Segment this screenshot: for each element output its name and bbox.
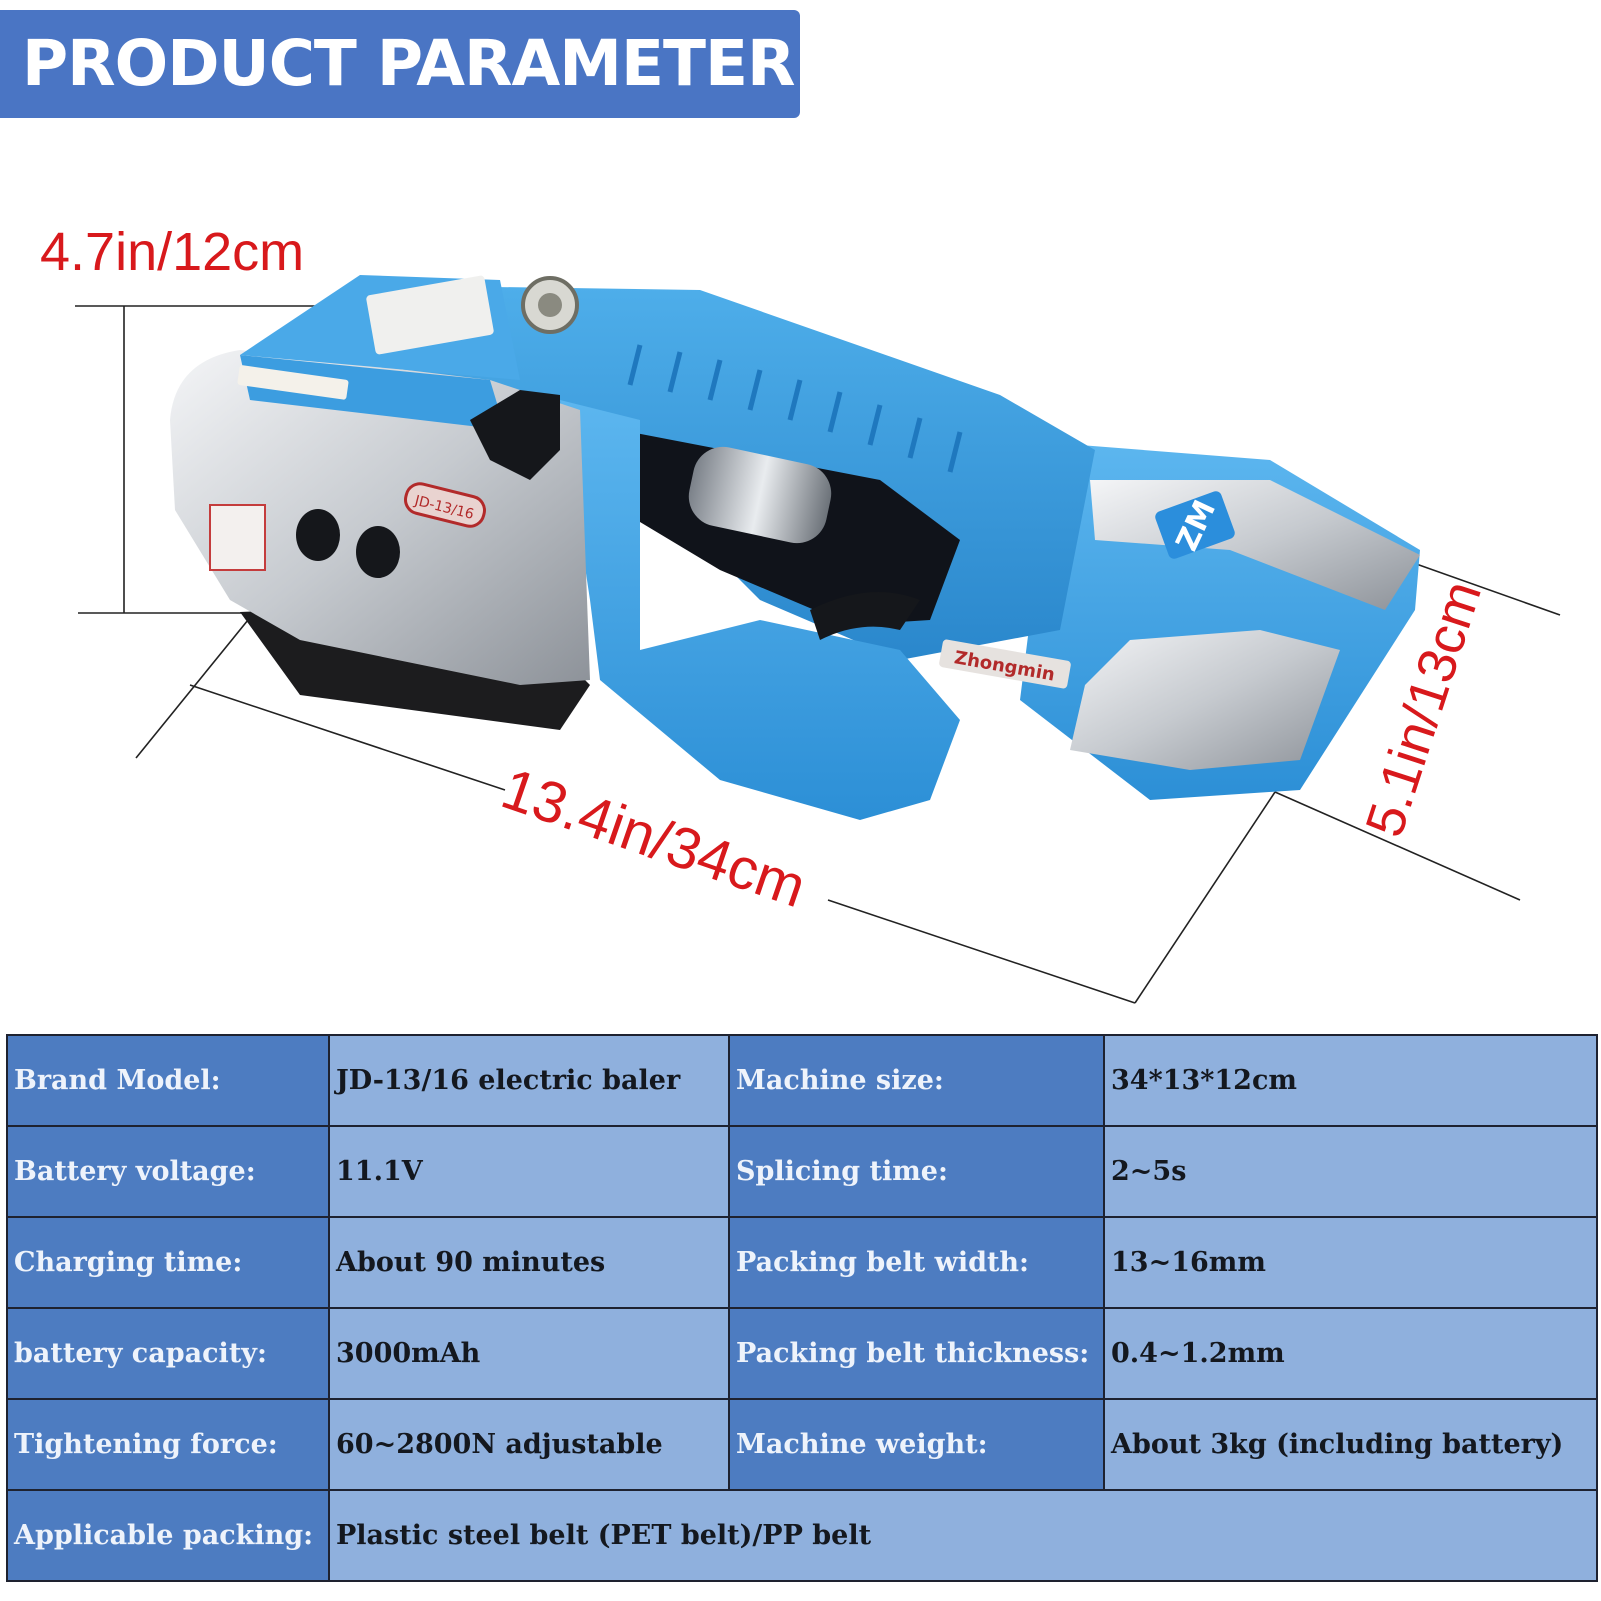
right-knob xyxy=(356,526,400,578)
product-illustration: ZM Zhongmin JD-13/16 xyxy=(40,222,1561,1004)
left-knob xyxy=(296,509,340,561)
spec-value: 34*13*12cm xyxy=(1103,1034,1598,1127)
table-row: Charging time: About 90 minutes Packing … xyxy=(6,1216,1598,1309)
spec-value: 11.1V xyxy=(328,1125,730,1218)
spec-label: Charging time: xyxy=(6,1216,330,1309)
dimension-lines xyxy=(75,305,1561,1004)
spec-value: About 3kg (including battery) xyxy=(1103,1398,1598,1491)
strapping-tool: ZM Zhongmin JD-13/16 xyxy=(170,275,1420,820)
spec-label: Applicable packing: xyxy=(6,1489,330,1582)
table-row: Applicable packing: Plastic steel belt (… xyxy=(6,1489,1598,1582)
spec-value: 2~5s xyxy=(1103,1125,1598,1218)
table-row: Battery voltage: 11.1V Splicing time: 2~… xyxy=(6,1125,1598,1218)
spec-label: Machine weight: xyxy=(728,1398,1105,1491)
spec-value: 13~16mm xyxy=(1103,1216,1598,1309)
spec-label: Brand Model: xyxy=(6,1034,330,1127)
spec-value: 3000mAh xyxy=(328,1307,730,1400)
title-banner: PRODUCT PARAMETER xyxy=(0,10,800,118)
height-dimension-label: 4.7in/12cm xyxy=(40,222,304,282)
spec-label: Tightening force: xyxy=(6,1398,330,1491)
spec-value: JD-13/16 electric baler xyxy=(328,1034,730,1127)
spec-value: 60~2800N adjustable xyxy=(328,1398,730,1491)
table-row: Tightening force: 60~2800N adjustable Ma… xyxy=(6,1398,1598,1491)
table-row: Brand Model: JD-13/16 electric baler Mac… xyxy=(6,1034,1598,1127)
spec-label: Battery voltage: xyxy=(6,1125,330,1218)
spec-label: battery capacity: xyxy=(6,1307,330,1400)
spec-label: Packing belt thickness: xyxy=(728,1307,1105,1400)
spec-label: Splicing time: xyxy=(728,1125,1105,1218)
spec-label: Packing belt width: xyxy=(728,1216,1105,1309)
banner-title: PRODUCT PARAMETER xyxy=(22,27,795,100)
spec-value: Plastic steel belt (PET belt)/PP belt xyxy=(328,1489,1598,1582)
spec-value: 0.4~1.2mm xyxy=(1103,1307,1598,1400)
spec-label: Machine size: xyxy=(728,1034,1105,1127)
spec-table: Brand Model: JD-13/16 electric baler Mac… xyxy=(6,1034,1598,1582)
spec-table-body: Brand Model: JD-13/16 electric baler Mac… xyxy=(6,1034,1598,1582)
spec-value: About 90 minutes xyxy=(328,1216,730,1309)
grip-ribs xyxy=(627,344,963,473)
table-row: battery capacity: 3000mAh Packing belt t… xyxy=(6,1307,1598,1400)
